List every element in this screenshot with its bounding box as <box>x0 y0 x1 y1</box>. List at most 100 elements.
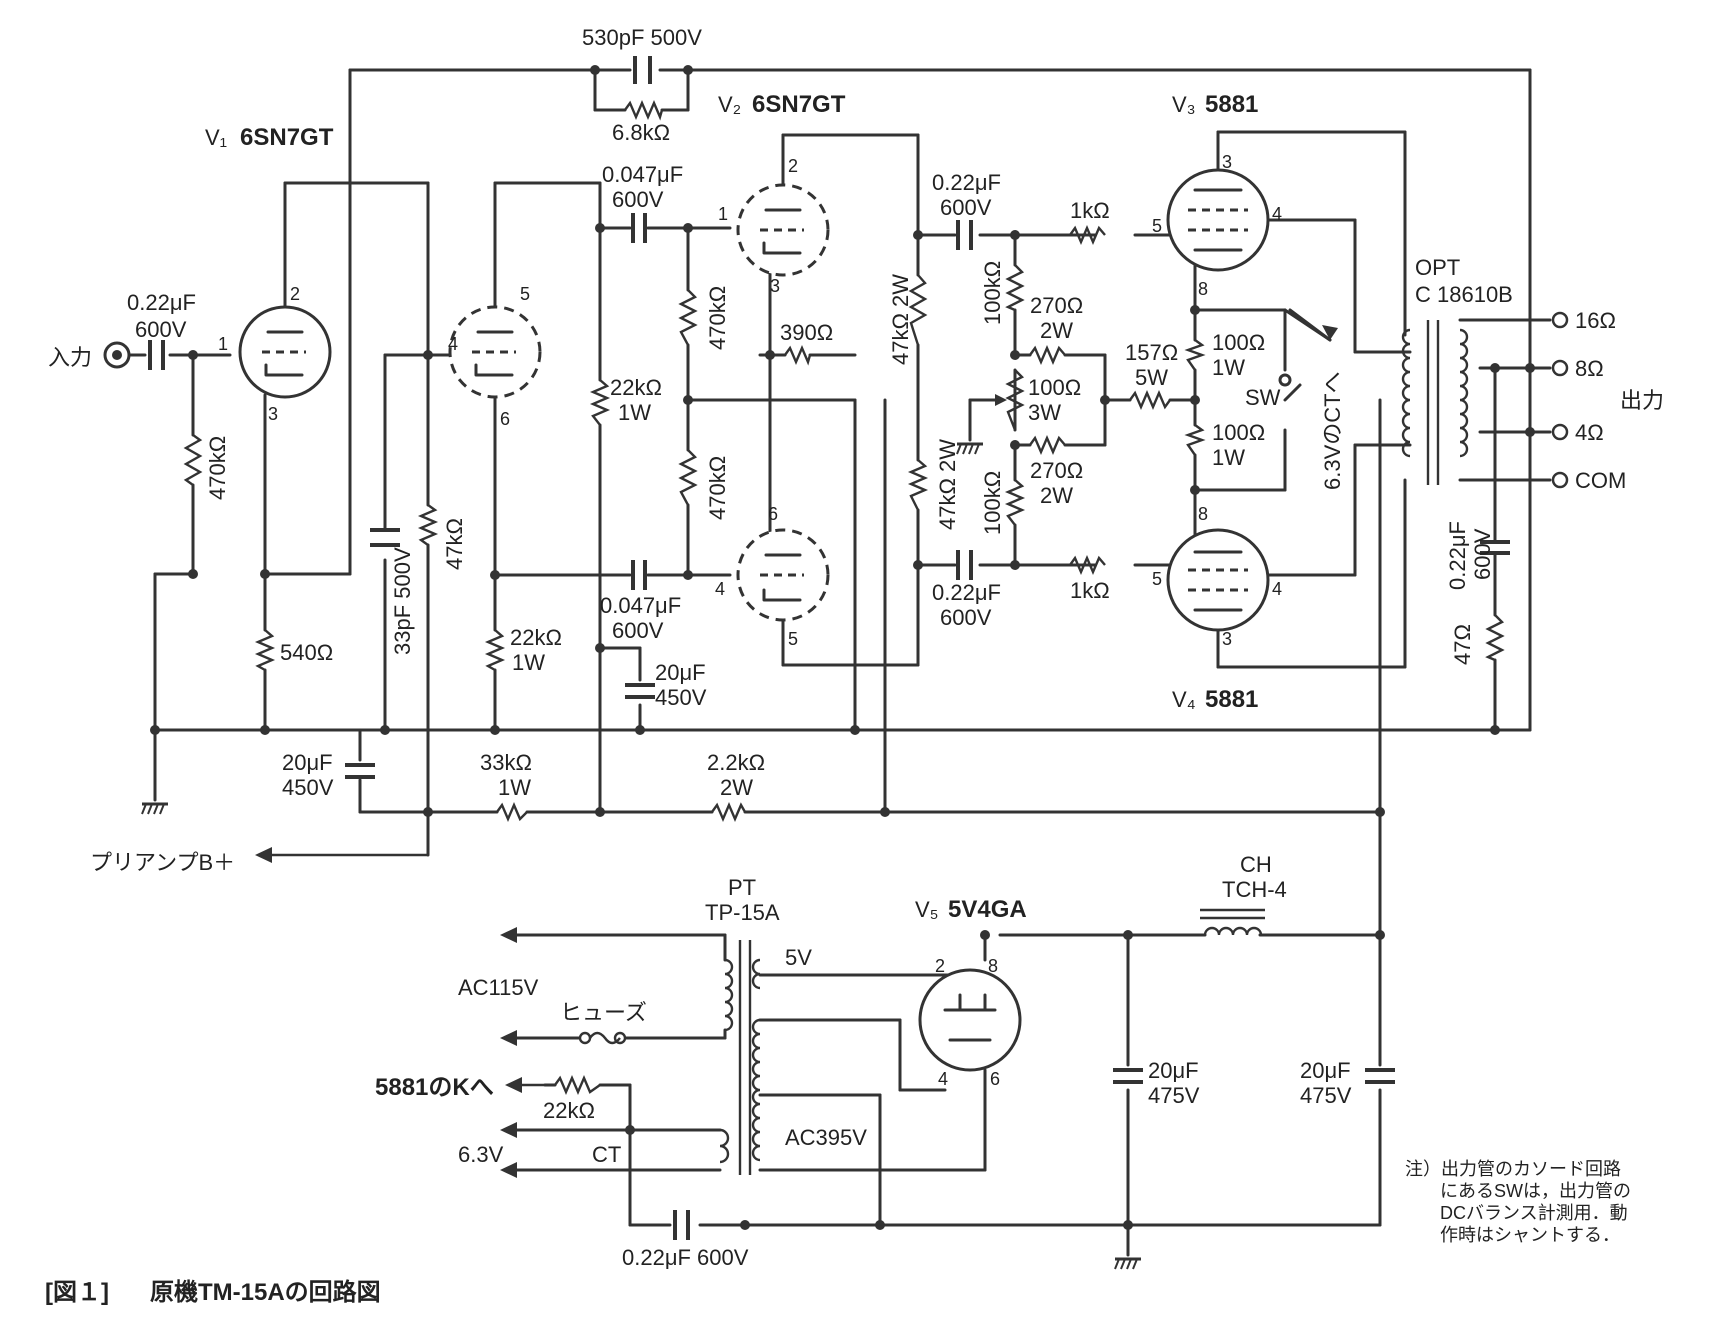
tube-v4 <box>1166 528 1270 632</box>
v4-ref: V₄ <box>1172 687 1196 712</box>
svg-text:6.8kΩ: 6.8kΩ <box>612 120 670 145</box>
svg-text:OPT: OPT <box>1415 255 1460 280</box>
svg-text:プリアンプB＋: プリアンプB＋ <box>90 850 235 875</box>
svg-text:CH: CH <box>1240 852 1272 877</box>
svg-text:3: 3 <box>1222 152 1232 172</box>
svg-text:33pF 500V: 33pF 500V <box>390 547 415 655</box>
svg-text:47Ω: 47Ω <box>1450 624 1475 665</box>
svg-text:600V: 600V <box>612 187 664 212</box>
svg-text:47kΩ 2W: 47kΩ 2W <box>935 439 960 530</box>
svg-text:100Ω: 100Ω <box>1028 375 1081 400</box>
svg-text:5: 5 <box>520 284 530 304</box>
v3-ref: V₃ <box>1172 92 1196 117</box>
pin-numbers: 2 1 3 5 4 6 2 1 3 6 4 5 3 5 4 8 8 5 4 3 … <box>218 152 1282 1089</box>
svg-text:DCバランス計測用．動: DCバランス計測用．動 <box>1440 1203 1628 1223</box>
svg-text:4Ω: 4Ω <box>1575 420 1604 445</box>
v1-ref: V₁ <box>205 125 227 150</box>
svg-text:3W: 3W <box>1028 400 1061 425</box>
svg-text:4: 4 <box>1272 204 1282 224</box>
svg-text:1: 1 <box>718 204 728 224</box>
svg-text:4: 4 <box>715 579 725 599</box>
sw-switch <box>1278 308 1332 402</box>
svg-text:470kΩ: 470kΩ <box>205 436 230 500</box>
svg-text:COM: COM <box>1575 468 1626 493</box>
svg-text:5: 5 <box>788 629 798 649</box>
svg-text:530pF 500V: 530pF 500V <box>582 25 702 50</box>
v3-type: 5881 <box>1205 91 1258 118</box>
svg-text:6.3V: 6.3V <box>458 1142 504 1167</box>
svg-text:100Ω: 100Ω <box>1212 420 1265 445</box>
svg-text:1kΩ: 1kΩ <box>1070 578 1110 603</box>
svg-text:TP-15A: TP-15A <box>705 900 780 925</box>
svg-text:1W: 1W <box>512 650 545 675</box>
svg-text:C 18610B: C 18610B <box>1415 282 1513 307</box>
svg-text:475V: 475V <box>1148 1083 1200 1108</box>
svg-text:TCH-4: TCH-4 <box>1222 877 1287 902</box>
svg-text:8: 8 <box>1198 279 1208 299</box>
v5-ref: V₅ <box>915 897 939 922</box>
svg-text:470kΩ: 470kΩ <box>705 456 730 520</box>
v1-type: 6SN7GT <box>240 124 334 151</box>
svg-text:2W: 2W <box>1040 483 1073 508</box>
svg-text:100Ω: 100Ω <box>1212 330 1265 355</box>
svg-text:AC395V: AC395V <box>785 1125 867 1150</box>
svg-text:0.22μF: 0.22μF <box>932 580 1001 605</box>
svg-text:5: 5 <box>1152 569 1162 589</box>
fuse-icon <box>578 1031 627 1045</box>
svg-text:20μF: 20μF <box>655 660 706 685</box>
svg-text:AC115V: AC115V <box>458 975 539 1000</box>
svg-text:0.047μF: 0.047μF <box>600 593 681 618</box>
svg-text:5881のKへ: 5881のKへ <box>375 1074 494 1101</box>
wiring <box>125 68 1552 1257</box>
svg-text:600V: 600V <box>135 317 187 342</box>
svg-text:270Ω: 270Ω <box>1030 293 1083 318</box>
svg-text:600V: 600V <box>612 618 664 643</box>
svg-text:47kΩ: 47kΩ <box>442 518 467 570</box>
svg-text:CT: CT <box>592 1142 621 1167</box>
svg-text:390Ω: 390Ω <box>780 320 833 345</box>
svg-text:5V: 5V <box>785 945 812 970</box>
svg-text:0.047μF: 0.047μF <box>602 162 683 187</box>
svg-text:5: 5 <box>1152 216 1162 236</box>
svg-text:ヒューズ: ヒューズ <box>560 1000 647 1025</box>
svg-text:1W: 1W <box>618 400 651 425</box>
output-terminals <box>1551 311 1569 489</box>
svg-text:450V: 450V <box>655 685 707 710</box>
svg-text:600V: 600V <box>1470 528 1495 580</box>
svg-text:6: 6 <box>500 409 510 429</box>
junctions <box>150 65 1535 1230</box>
choke <box>1200 908 1265 936</box>
tube-labels: V₁ 6SN7GT V₂ 6SN7GT V₃ 5881 V₄ 5881 V₅ 5… <box>205 91 1258 923</box>
svg-text:450V: 450V <box>282 775 334 800</box>
svg-text:2W: 2W <box>1040 318 1073 343</box>
svg-text:6.3VのCTへ: 6.3VのCTへ <box>1320 371 1345 490</box>
input-label: 入力 <box>48 345 92 370</box>
svg-text:20μF: 20μF <box>1300 1058 1351 1083</box>
svg-text:出力: 出力 <box>1620 388 1664 413</box>
caption-title: 原機TM-15Aの回路図 <box>150 1278 381 1306</box>
svg-text:2: 2 <box>788 156 798 176</box>
svg-text:20μF: 20μF <box>1148 1058 1199 1083</box>
svg-text:470kΩ: 470kΩ <box>705 286 730 350</box>
caption-fig: [図１] <box>45 1279 109 1306</box>
svg-text:4: 4 <box>448 334 458 354</box>
svg-text:作時はシャントする．: 作時はシャントする． <box>1440 1225 1620 1245</box>
pot-arrow <box>995 394 1007 406</box>
svg-text:0.22μF 600V: 0.22μF 600V <box>622 1245 749 1270</box>
svg-text:2: 2 <box>935 956 945 976</box>
svg-text:16Ω: 16Ω <box>1575 308 1616 333</box>
svg-text:3: 3 <box>268 404 278 424</box>
svg-text:2W: 2W <box>720 775 753 800</box>
v2-type: 6SN7GT <box>752 91 846 118</box>
svg-text:8: 8 <box>1198 504 1208 524</box>
svg-text:47kΩ 2W: 47kΩ 2W <box>888 274 913 365</box>
tube-v5 <box>918 968 1022 1072</box>
svg-text:0.22μF: 0.22μF <box>1445 521 1470 590</box>
svg-text:SW: SW <box>1245 385 1281 410</box>
svg-text:4: 4 <box>1272 579 1282 599</box>
v4-type: 5881 <box>1205 686 1258 713</box>
svg-text:5W: 5W <box>1135 365 1168 390</box>
arrows <box>255 325 1338 1178</box>
svg-text:8Ω: 8Ω <box>1575 356 1604 381</box>
svg-text:4: 4 <box>938 1069 948 1089</box>
